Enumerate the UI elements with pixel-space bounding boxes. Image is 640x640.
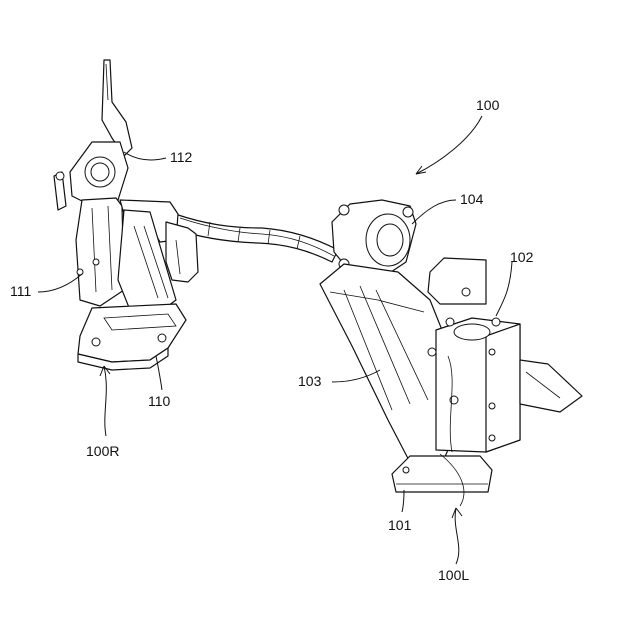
right-bracket-assembly bbox=[54, 60, 198, 370]
leader-101 bbox=[402, 490, 404, 512]
label-110: 110 bbox=[148, 393, 171, 409]
label-103: 103 bbox=[298, 373, 322, 389]
leader-102 bbox=[496, 262, 512, 316]
leader-104 bbox=[412, 200, 456, 224]
label-101: 101 bbox=[388, 517, 412, 533]
leader-112 bbox=[124, 152, 166, 160]
leader-100L bbox=[455, 508, 459, 564]
leader-100R bbox=[104, 366, 106, 436]
label-102: 102 bbox=[510, 249, 534, 265]
label-111: 111 bbox=[10, 283, 31, 299]
label-100R: 100R bbox=[86, 443, 119, 459]
leader-100 bbox=[416, 116, 482, 174]
label-100: 100 bbox=[476, 97, 500, 113]
label-104: 104 bbox=[460, 191, 484, 207]
left-bracket-assembly bbox=[320, 200, 582, 506]
label-112: 112 bbox=[170, 149, 193, 165]
label-100L: 100L bbox=[438, 567, 469, 583]
leader-111 bbox=[38, 274, 82, 292]
